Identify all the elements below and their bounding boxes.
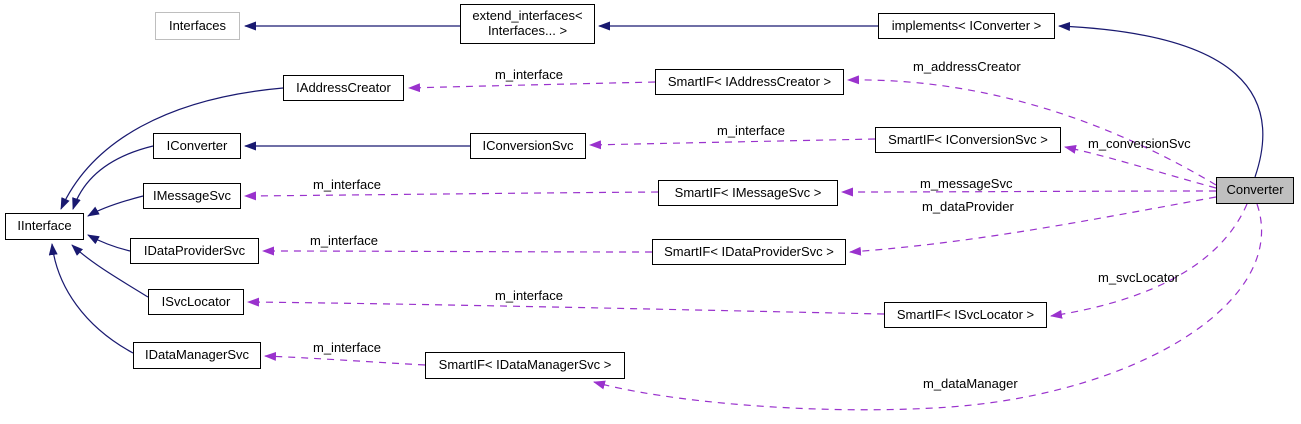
node-label-line: extend_interfaces< [472,8,583,24]
node-implements-iconverter[interactable]: implements< IConverter > [878,13,1055,39]
edge-label-m-interface-conversionsvc: m_interface [717,123,785,138]
edge-smartifconversionsvc-to-iconversionsvc [589,138,876,150]
node-converter: Converter [1216,177,1294,204]
node-smartif-isvclocator[interactable]: SmartIF< ISvcLocator > [884,302,1047,328]
edge-smartifdataprovidersvc-to-idataprovidersvc [262,246,653,256]
node-iconversionsvc[interactable]: IConversionSvc [470,133,586,159]
node-isvclocator[interactable]: ISvcLocator [148,289,244,315]
edge-smartifsvclocator-to-isvclocator [247,297,885,315]
node-smartif-iconversionsvc[interactable]: SmartIF< IConversionSvc > [875,127,1061,153]
edge-label-m-interface-dataprovidersvc: m_interface [310,233,378,248]
node-iinterface[interactable]: IInterface [5,213,84,240]
edge-label-m-conversionsvc: m_conversionSvc [1088,136,1191,151]
edge-label-m-interface-messagesvc: m_interface [313,177,381,192]
edge-label-m-svclocator: m_svcLocator [1098,270,1179,285]
edge-idatamanagersvc-to-iinterface [48,243,134,354]
edge-label-m-dataprovider: m_dataProvider [922,199,1014,214]
node-idatamanagersvc[interactable]: IDataManagerSvc [133,342,261,369]
edge-converter-to-smartifaddresscreator [847,75,1217,186]
edge-converter-to-smartifdataprovidersvc [849,196,1217,256]
node-imessagesvc[interactable]: IMessageSvc [143,183,241,209]
edge-label-m-messagesvc: m_messageSvc [920,176,1013,191]
node-iaddresscreator[interactable]: IAddressCreator [283,75,404,101]
edge-label-m-addresscreator: m_addressCreator [913,59,1021,74]
edge-isvclocator-to-iinterface [71,244,149,298]
edge-converter-to-smartifmessagesvc [841,187,1217,197]
node-interfaces: Interfaces [155,12,240,40]
node-smartif-idatamanagersvc[interactable]: SmartIF< IDataManagerSvc > [425,352,625,379]
node-smartif-iaddresscreator[interactable]: SmartIF< IAddressCreator > [655,69,844,95]
edge-label-m-datamanager: m_dataManager [923,376,1018,391]
edge-converter-to-smartifconversionsvc [1064,144,1217,189]
node-extend-interfaces[interactable]: extend_interfaces< Interfaces... > [460,4,595,44]
node-smartif-idataprovidersvc[interactable]: SmartIF< IDataProviderSvc > [652,239,846,265]
edge-smartifdatamanagersvc-to-idatamanagersvc [264,351,426,366]
edge-smartifaddresscreator-to-iaddresscreator [408,81,656,93]
edge-converter-to-implements [1058,21,1264,178]
edge-idataprovidersvc-to-iinterface [87,234,131,252]
edge-label-m-interface-datamanagersvc: m_interface [313,340,381,355]
node-label-line: Interfaces... > [487,23,568,38]
edge-converter-to-smartifdatamanagersvc [593,203,1263,411]
edge-smartifmessagesvc-to-imessagesvc [244,191,659,201]
edge-imessagesvc-to-iinterface [87,195,144,217]
node-idataprovidersvc[interactable]: IDataProviderSvc [130,238,259,264]
edge-label-m-interface-addresscreator: m_interface [495,67,563,82]
node-smartif-imessagesvc[interactable]: SmartIF< IMessageSvc > [658,180,838,206]
edge-iaddresscreator-to-iinterface [60,87,284,210]
edge-label-m-interface-svclocator: m_interface [495,288,563,303]
edge-iconverter-to-iinterface [72,145,154,210]
edge-converter-to-smartifsvclocator [1050,203,1248,319]
node-iconverter[interactable]: IConverter [153,133,241,159]
